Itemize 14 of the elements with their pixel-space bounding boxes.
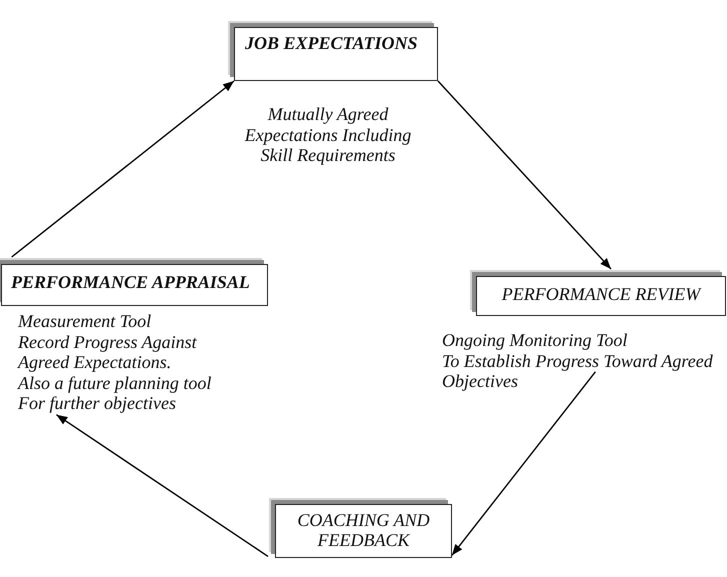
stage-description: Ongoing Monitoring Tool	[442, 330, 628, 350]
stage-description: Record Progress Against Agreed Expectations.	[18, 332, 198, 372]
cycle-arrow	[451, 371, 596, 556]
stage-description: Measurement Tool	[18, 311, 152, 332]
stage-title: PERFORMANCE REVIEW	[500, 284, 702, 304]
stage-title: JOB EXPECTATIONS	[245, 33, 419, 53]
cycle-arrow	[56, 414, 268, 557]
cycle-arrow	[11, 80, 234, 258]
stage-description: To Establish Progress Toward Agreed Objectives	[442, 350, 714, 392]
stage-description: For further objectives	[18, 393, 177, 414]
stage-title: PERFORMANCE APPRAISAL	[11, 272, 251, 292]
stage-title: COACHING AND FEEDBACK	[296, 510, 431, 550]
stage-description: Also a future planning tool	[18, 372, 212, 393]
stage-description: Mutually Agreed Expectations Including Skill Requirements	[244, 104, 412, 166]
